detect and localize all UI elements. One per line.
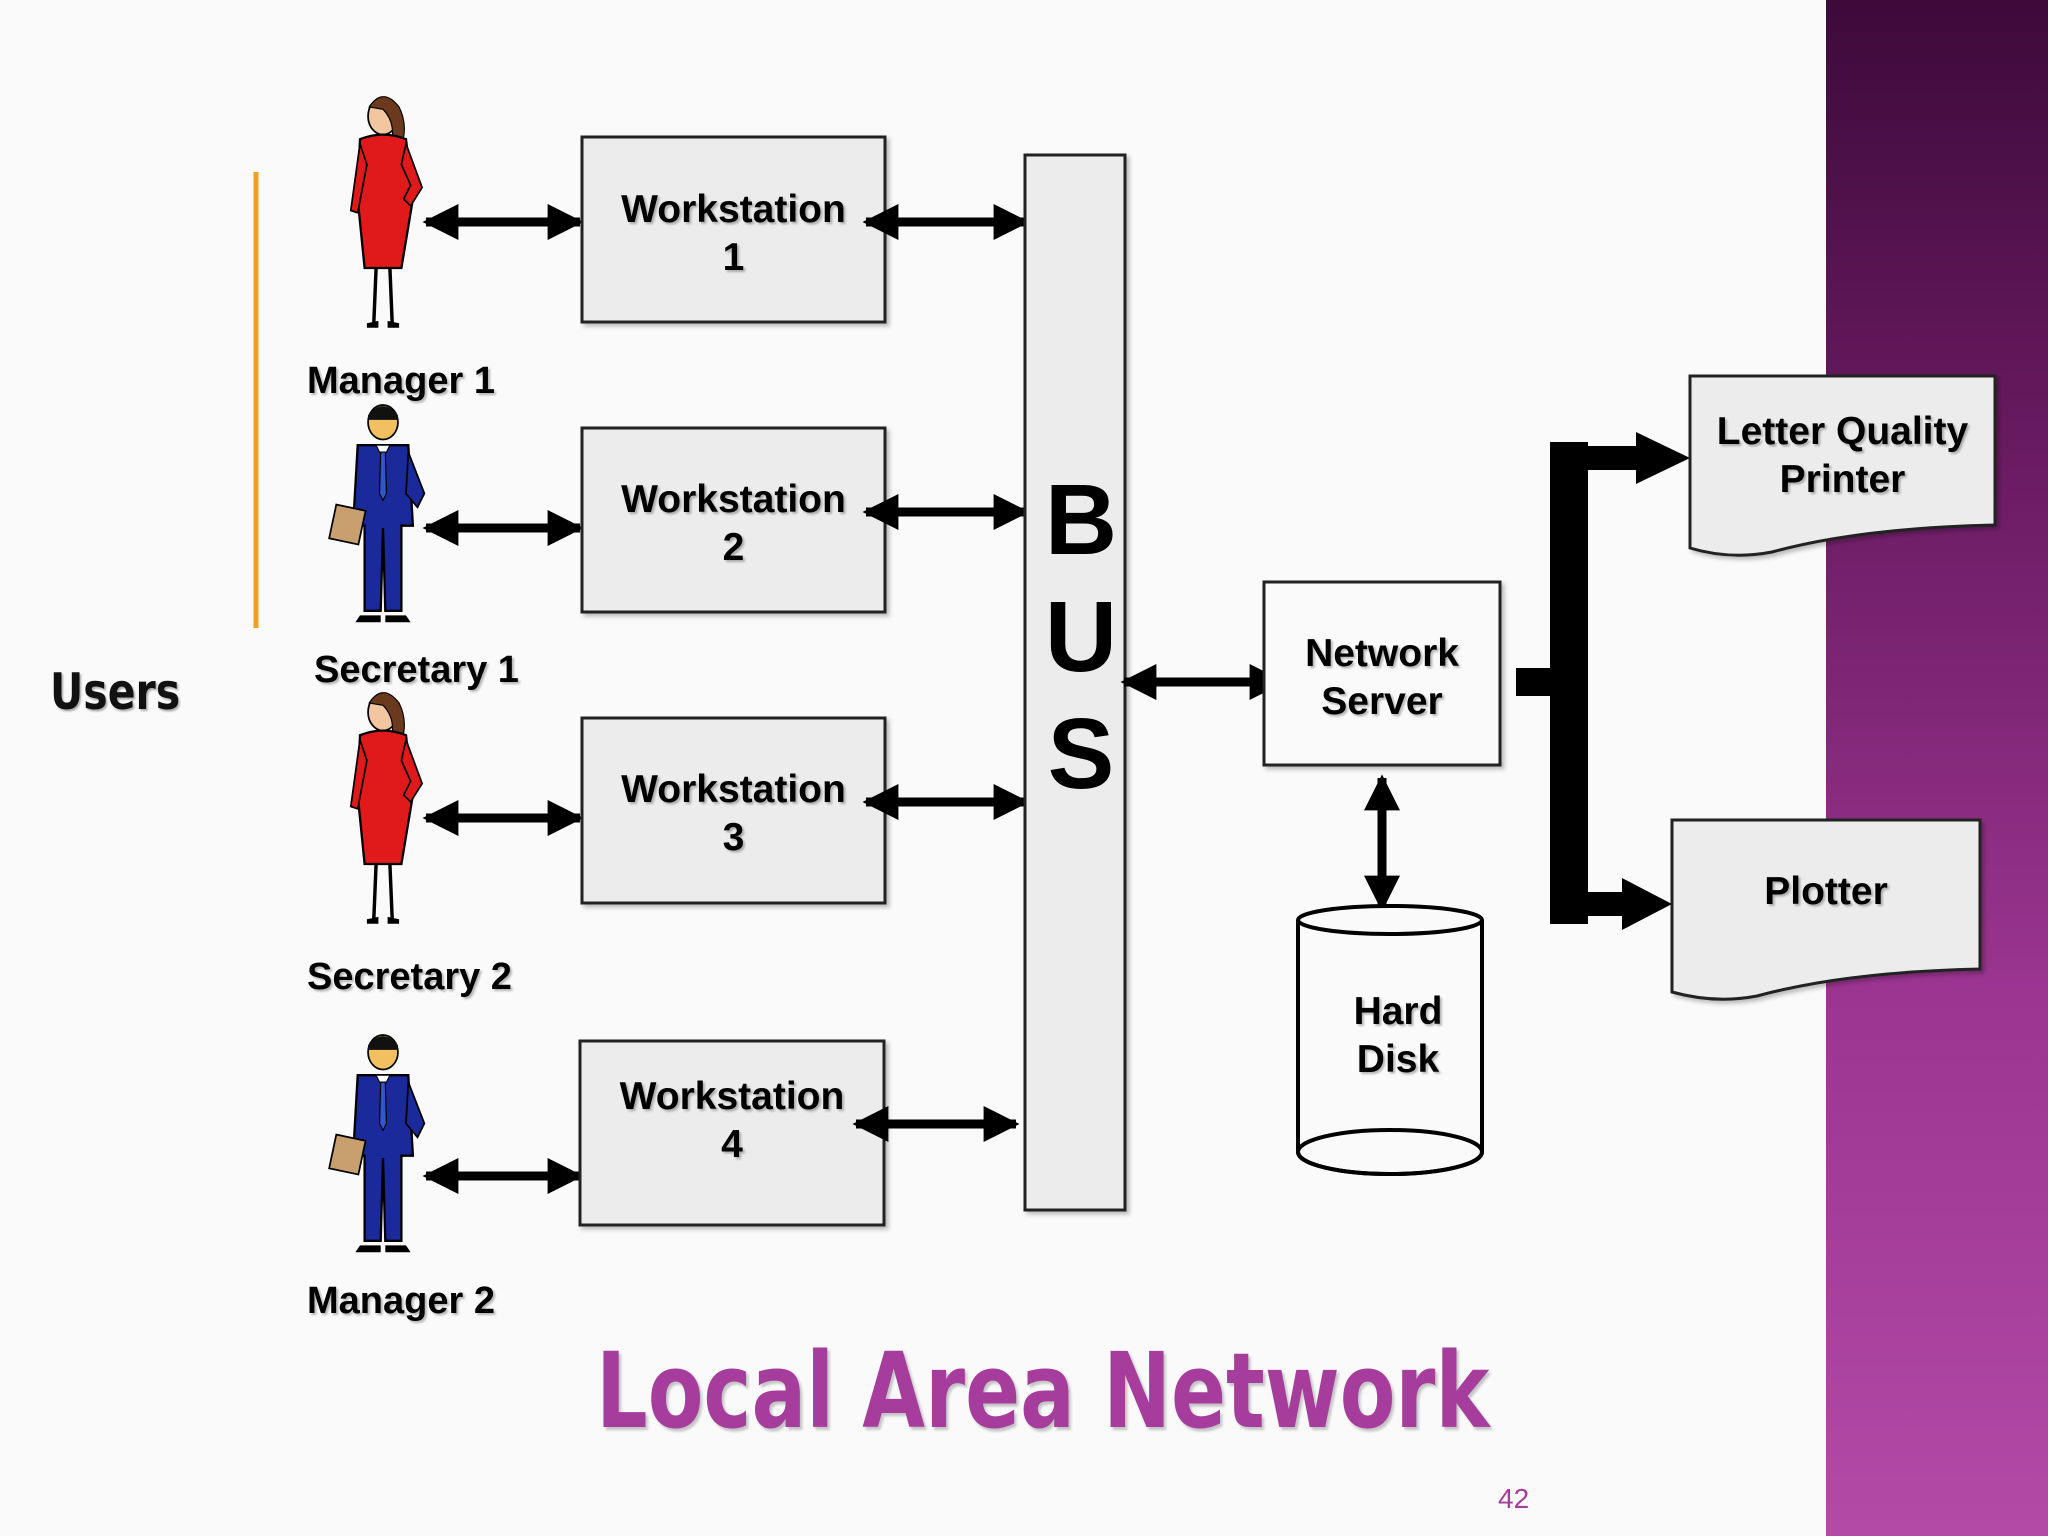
workstation-4-label: Workstation 4 bbox=[619, 1075, 845, 1166]
workstation-1-label: Workstation 1 bbox=[621, 188, 846, 279]
printer-document-shape bbox=[1688, 374, 1997, 557]
secretary-2-label: Secretary 2 bbox=[307, 956, 512, 998]
manager-1-label: Manager 1 bbox=[307, 360, 495, 402]
manager-2-figure-icon bbox=[327, 1033, 426, 1254]
printer-label: Letter Quality Printer bbox=[1716, 410, 1969, 501]
hard-disk-cylinder bbox=[1296, 904, 1484, 1176]
bus-box bbox=[1023, 153, 1127, 1212]
manager-2-label: Manager 2 bbox=[307, 1280, 495, 1322]
secretary-1-figure-icon bbox=[327, 403, 426, 624]
secretary-1-label: Secretary 1 bbox=[314, 649, 519, 691]
bus-label: B U S bbox=[1044, 464, 1118, 810]
workstation-3-label: Workstation 3 bbox=[621, 768, 846, 859]
plotter-label: Plotter bbox=[1764, 870, 1888, 913]
workstation-2-label: Workstation 2 bbox=[621, 478, 846, 569]
users-label: Users bbox=[50, 663, 181, 721]
secretary-2-figure-icon bbox=[349, 690, 424, 926]
output-bracket bbox=[1516, 432, 1690, 930]
plotter-document-shape bbox=[1670, 818, 1982, 1001]
manager-1-figure-icon bbox=[349, 94, 424, 330]
decorative-side-band bbox=[1826, 0, 2048, 1536]
workstation-1-box bbox=[580, 135, 887, 324]
network-server-label: Network Server bbox=[1305, 632, 1459, 723]
slide-title: Local Area Network bbox=[596, 1330, 1490, 1452]
hard-disk-label: Hard Disk bbox=[1353, 990, 1443, 1081]
workstation-2-box bbox=[580, 426, 887, 614]
network-server-box bbox=[1262, 580, 1502, 767]
page-number: 42 bbox=[1498, 1483, 1530, 1514]
